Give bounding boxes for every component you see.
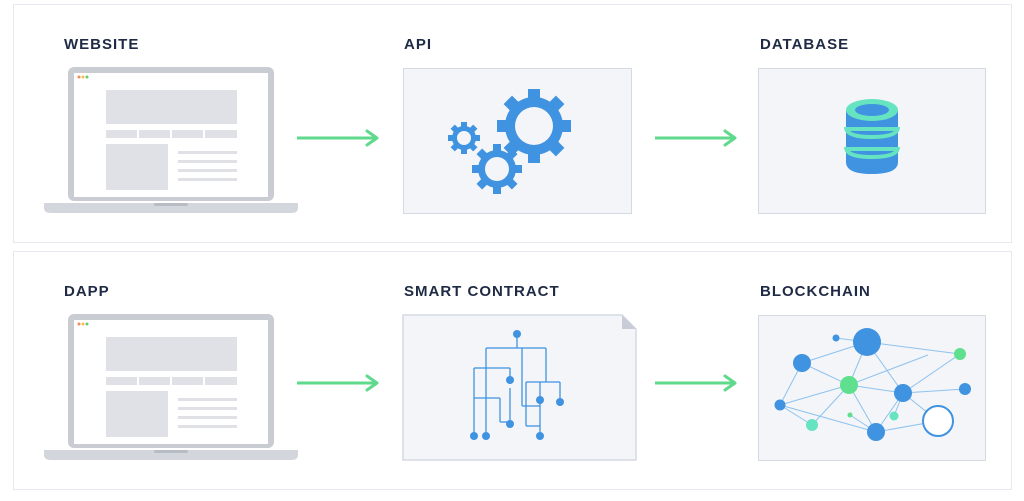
arrow-icon	[297, 129, 379, 147]
tree-icon	[470, 330, 564, 440]
arrow-icon	[655, 129, 737, 147]
dapp-label: DAPP	[64, 283, 110, 300]
network-icon	[774, 328, 971, 441]
database-icon	[844, 99, 900, 174]
api-label: API	[404, 36, 433, 53]
database-label: DATABASE	[760, 36, 850, 53]
smart-contract-document	[402, 314, 637, 461]
laptop-icon	[44, 314, 298, 460]
blockchain-label: BLOCKCHAIN	[760, 283, 871, 300]
gears-icon	[448, 89, 571, 194]
arrow-icon	[655, 374, 737, 392]
arrow-icon	[297, 374, 379, 392]
laptop-icon	[44, 67, 298, 213]
smart-contract-label: SMART CONTRACT	[404, 283, 560, 300]
website-label: WEBSITE	[64, 36, 140, 53]
